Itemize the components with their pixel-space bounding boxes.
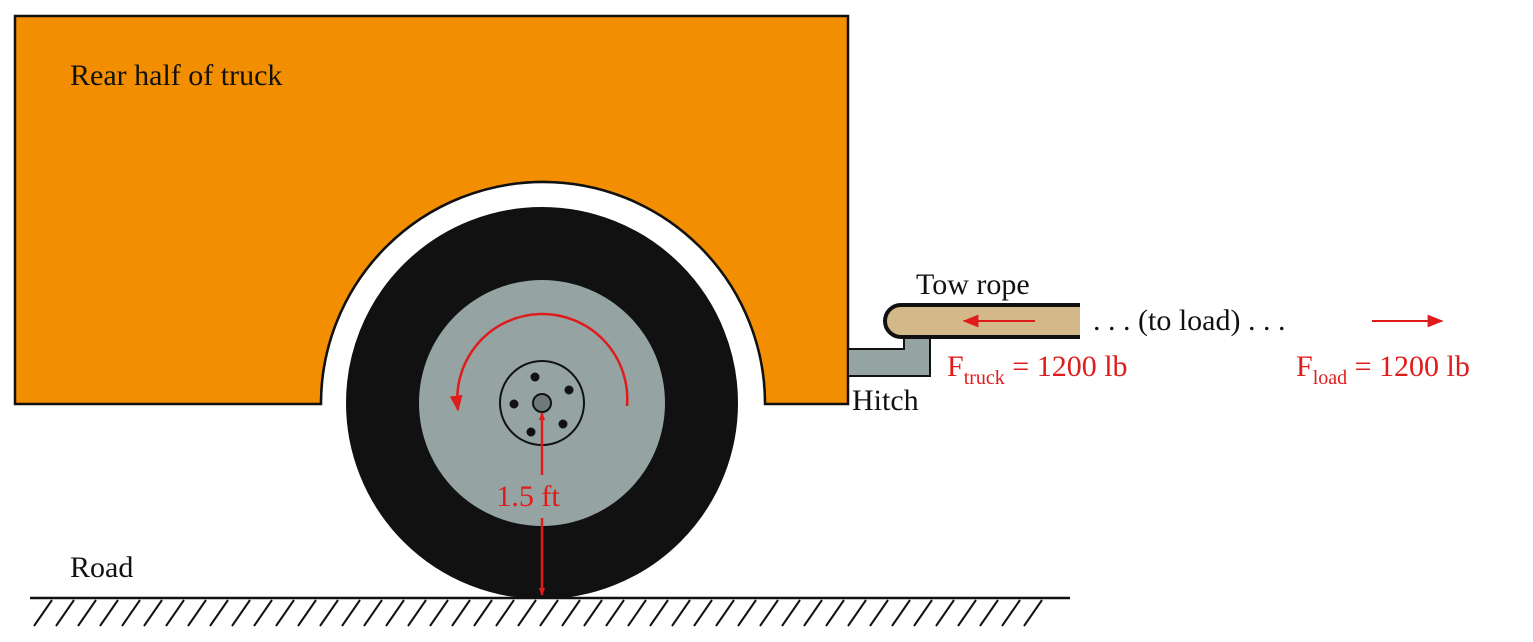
truck-force-symbol: F — [947, 350, 964, 383]
radius-label: 1.5 ft — [496, 480, 560, 513]
road-hatch-line — [1001, 599, 1021, 627]
road-hatch-line — [913, 599, 933, 627]
road-hatch-line — [407, 599, 427, 627]
road-hatch-line — [891, 599, 911, 627]
road-hatch-line — [693, 599, 713, 627]
road-hatch-line — [253, 599, 273, 627]
road-hatch-line — [583, 599, 603, 627]
truck-force-label: Ftruck = 1200 lb — [947, 350, 1128, 389]
road-hatch-line — [187, 599, 207, 627]
road-hatch-line — [429, 599, 449, 627]
road-hatch-line — [759, 599, 779, 627]
road-label: Road — [70, 551, 133, 584]
load-force-symbol: F — [1296, 350, 1313, 383]
lug-nut — [558, 419, 568, 429]
tow-rope-label: Tow rope — [916, 268, 1030, 301]
load-force-value: = 1200 lb — [1347, 350, 1470, 383]
lug-nuts — [509, 372, 574, 437]
lug-nut — [526, 427, 536, 437]
road-hatch-line — [979, 599, 999, 627]
road-hatch-line — [561, 599, 581, 627]
load-force-label: Fload = 1200 lb — [1296, 350, 1470, 389]
road-hatch-line — [385, 599, 405, 627]
road-hatch-line — [825, 599, 845, 627]
road-hatch-line — [341, 599, 361, 627]
road-hatch-line — [275, 599, 295, 627]
to-load-label: . . . (to load) . . . — [1093, 304, 1285, 337]
hitch-label: Hitch — [852, 384, 919, 417]
road-hatch-line — [77, 599, 97, 627]
road-hatch-line — [605, 599, 625, 627]
road-hatching — [33, 599, 1043, 627]
road-hatch-line — [869, 599, 889, 627]
road-hatch-line — [539, 599, 559, 627]
road-hatch-line — [847, 599, 867, 627]
road-hatch-line — [363, 599, 383, 627]
road-hatch-line — [1023, 599, 1043, 627]
road-hatch-line — [649, 599, 669, 627]
road-hatch-line — [517, 599, 537, 627]
road-hatch-line — [121, 599, 141, 627]
rotation-arrow — [449, 312, 629, 412]
road-hatch-line — [33, 599, 53, 627]
wheel-axle — [532, 393, 552, 413]
road-hatch-line — [165, 599, 185, 627]
road-hatch-line — [935, 599, 955, 627]
road-hatch-line — [451, 599, 471, 627]
lug-nut — [509, 399, 519, 409]
road-hatch-line — [99, 599, 119, 627]
truck-label: Rear half of truck — [70, 59, 282, 92]
load-force-subscript: load — [1313, 367, 1347, 389]
road-hatch-line — [231, 599, 251, 627]
road-hatch-line — [671, 599, 691, 627]
road-hatch-line — [627, 599, 647, 627]
road-hatch-line — [143, 599, 163, 627]
road-hatch-line — [55, 599, 75, 627]
road-hatch-line — [715, 599, 735, 627]
road-hatch-line — [495, 599, 515, 627]
road-hatch-line — [297, 599, 317, 627]
road-hatch-line — [319, 599, 339, 627]
hitch — [847, 333, 931, 377]
road-hatch-line — [781, 599, 801, 627]
truck-force-value: = 1200 lb — [1005, 350, 1128, 383]
road-hatch-line — [803, 599, 823, 627]
lug-nut — [530, 372, 540, 382]
truck-force-subscript: truck — [964, 367, 1005, 389]
road-hatch-line — [957, 599, 977, 627]
road-hatch-line — [737, 599, 757, 627]
road-hatch-line — [473, 599, 493, 627]
lug-nut — [564, 385, 574, 395]
road-hatch-line — [209, 599, 229, 627]
